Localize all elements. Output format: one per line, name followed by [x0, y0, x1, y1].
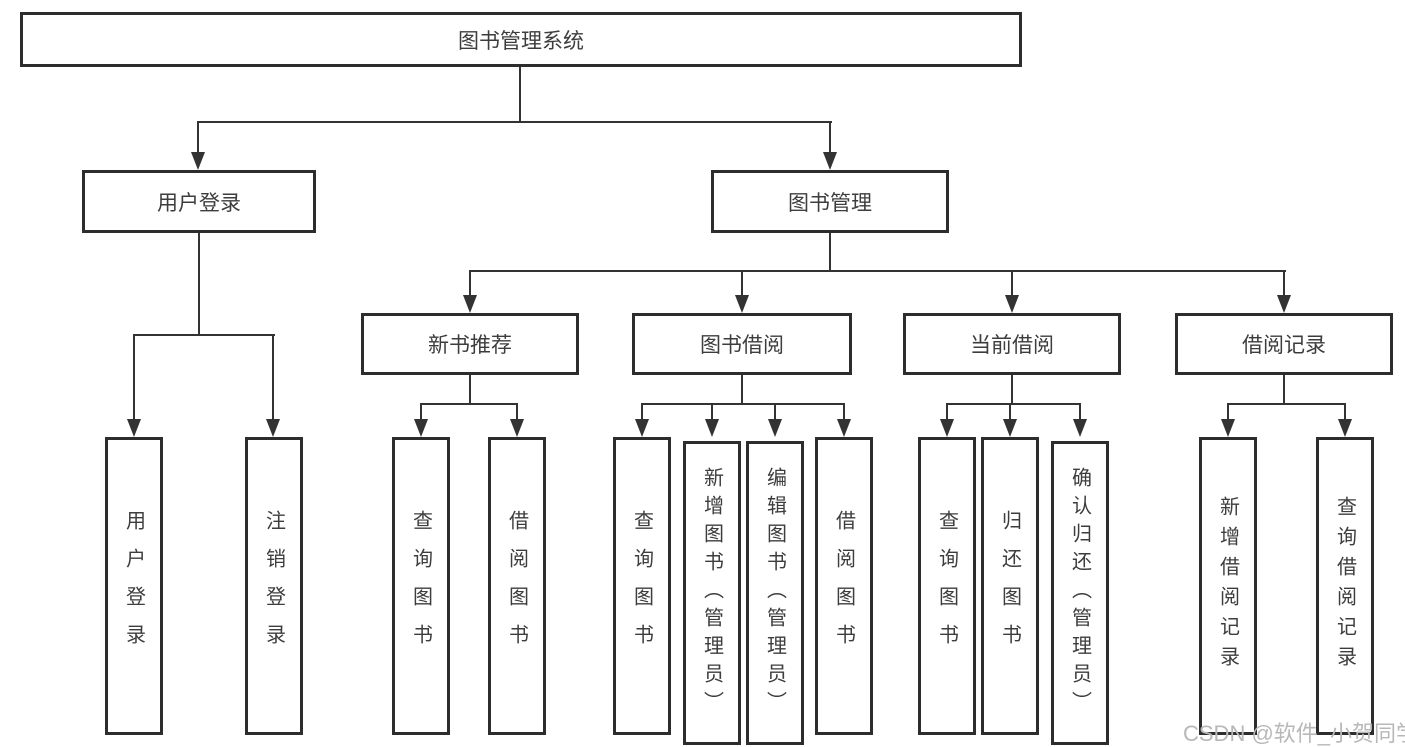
connector-vline — [420, 403, 422, 421]
leaf-confirm-return-admin-label: 确认归还（管理员） — [1068, 467, 1091, 719]
leaf-query-books-current: 查询图书 — [918, 437, 976, 735]
leaf-borrow-books-borrowing: 借阅图书 — [815, 437, 873, 735]
leaf-add-books-admin-label: 新增图书（管理员） — [700, 467, 723, 719]
connector-hline — [198, 121, 832, 123]
node-current-borrowing: 当前借阅 — [903, 313, 1121, 375]
connector-vline — [516, 403, 518, 421]
arrow-down-icon — [735, 295, 749, 313]
arrow-down-icon — [1005, 295, 1019, 313]
node-book-management: 图书管理 — [711, 170, 949, 233]
connector-vline — [1227, 403, 1229, 421]
connector-vline — [133, 334, 135, 422]
leaf-borrow-books-recommend-label: 借阅图书 — [505, 510, 528, 662]
connector-vline — [272, 334, 274, 422]
leaf-logout-login-label: 注销登录 — [262, 510, 285, 662]
connector-vline — [1283, 270, 1285, 297]
node-library-system-label: 图书管理系统 — [458, 29, 584, 53]
node-user-login-branch-label: 用户登录 — [157, 191, 241, 215]
arrow-down-icon — [837, 419, 851, 437]
arrow-down-icon — [127, 419, 141, 437]
leaf-logout-login: 注销登录 — [245, 437, 303, 735]
arrow-down-icon — [823, 152, 837, 170]
connector-vline — [774, 403, 776, 421]
node-book-borrowing: 图书借阅 — [632, 313, 852, 375]
connector-vline — [1011, 375, 1013, 405]
connector-hline — [641, 403, 845, 405]
node-borrowing-records-label: 借阅记录 — [1242, 334, 1326, 357]
leaf-add-books-admin: 新增图书（管理员） — [683, 441, 741, 745]
connector-vline — [946, 403, 948, 421]
leaf-query-books-borrowing: 查询图书 — [613, 437, 671, 735]
leaf-add-borrow-record: 新增借阅记录 — [1199, 437, 1257, 735]
connector-vline — [469, 270, 471, 297]
connector-hline — [1227, 403, 1346, 405]
node-book-borrowing-label: 图书借阅 — [700, 334, 784, 357]
leaf-return-books-label: 归还图书 — [998, 510, 1021, 662]
connector-vline — [519, 67, 521, 122]
connector-vline — [711, 403, 713, 421]
leaf-return-books: 归还图书 — [981, 437, 1039, 735]
arrow-down-icon — [510, 419, 524, 437]
arrow-down-icon — [705, 419, 719, 437]
arrow-down-icon — [266, 419, 280, 437]
connector-hline — [133, 334, 275, 336]
node-library-system: 图书管理系统 — [20, 12, 1022, 67]
connector-vline — [641, 403, 643, 421]
connector-hline — [420, 403, 518, 405]
arrow-down-icon — [940, 419, 954, 437]
connector-vline — [741, 375, 743, 405]
node-borrowing-records: 借阅记录 — [1175, 313, 1393, 375]
connector-vline — [1079, 403, 1081, 421]
leaf-borrow-books-recommend: 借阅图书 — [488, 437, 546, 735]
leaf-confirm-return-admin: 确认归还（管理员） — [1051, 441, 1109, 745]
connector-vline — [1009, 403, 1011, 421]
arrow-down-icon — [191, 152, 205, 170]
arrow-down-icon — [1277, 295, 1291, 313]
leaf-query-borrow-record: 查询借阅记录 — [1316, 437, 1374, 735]
arrow-down-icon — [1221, 419, 1235, 437]
arrow-down-icon — [1003, 419, 1017, 437]
arrow-down-icon — [463, 295, 477, 313]
arrow-down-icon — [414, 419, 428, 437]
connector-vline — [198, 233, 200, 336]
leaf-user-login-label: 用户登录 — [122, 510, 145, 662]
node-new-book-recommend-label: 新书推荐 — [428, 334, 512, 357]
leaf-add-borrow-record-label: 新增借阅记录 — [1216, 496, 1239, 676]
connector-vline — [197, 121, 199, 155]
leaf-query-books-current-label: 查询图书 — [935, 510, 958, 662]
node-new-book-recommend: 新书推荐 — [361, 313, 579, 375]
arrow-down-icon — [1338, 419, 1352, 437]
csdn-watermark: CSDN @软件_小贺同学 — [1183, 721, 1405, 746]
node-book-management-label: 图书管理 — [788, 191, 872, 215]
leaf-query-borrow-record-label: 查询借阅记录 — [1333, 496, 1356, 676]
connector-vline — [741, 270, 743, 297]
connector-vline — [469, 375, 471, 405]
connector-vline — [829, 233, 831, 272]
leaf-edit-books-admin: 编辑图书（管理员） — [746, 441, 804, 745]
node-user-login-branch: 用户登录 — [82, 170, 316, 233]
connector-vline — [829, 121, 831, 155]
arrow-down-icon — [768, 419, 782, 437]
node-current-borrowing-label: 当前借阅 — [970, 334, 1054, 357]
connector-vline — [1283, 375, 1285, 405]
connector-hline — [469, 270, 1286, 272]
leaf-query-books-recommend: 查询图书 — [392, 437, 450, 735]
connector-vline — [843, 403, 845, 421]
connector-hline — [946, 403, 1081, 405]
leaf-user-login: 用户登录 — [105, 437, 163, 735]
leaf-edit-books-admin-label: 编辑图书（管理员） — [763, 467, 786, 719]
connector-vline — [1011, 270, 1013, 297]
leaf-query-books-borrowing-label: 查询图书 — [630, 510, 653, 662]
arrow-down-icon — [1073, 419, 1087, 437]
leaf-borrow-books-borrowing-label: 借阅图书 — [832, 510, 855, 662]
connector-vline — [1344, 403, 1346, 421]
arrow-down-icon — [635, 419, 649, 437]
leaf-query-books-recommend-label: 查询图书 — [409, 510, 432, 662]
